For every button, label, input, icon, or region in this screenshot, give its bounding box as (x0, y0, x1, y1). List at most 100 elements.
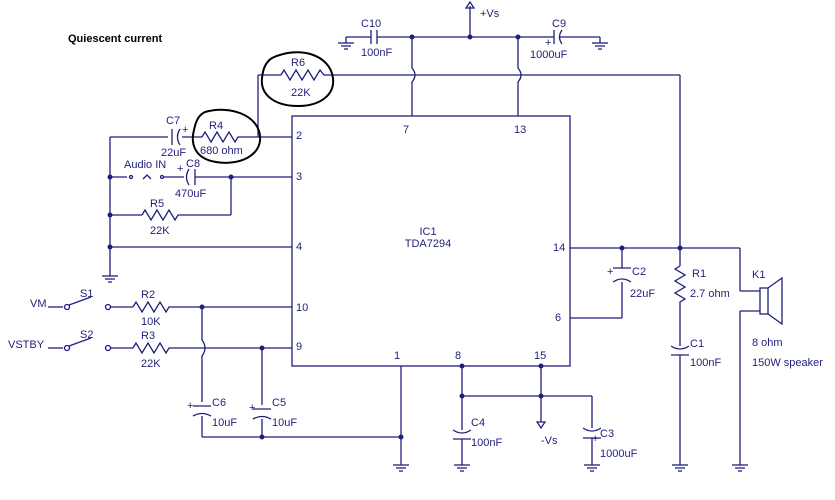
r1-resistor (673, 265, 687, 304)
r4-ref: R4 (209, 120, 223, 132)
c10-capacitor (370, 30, 378, 44)
c9-plus: + (545, 37, 551, 49)
c8-ref: C8 (186, 158, 200, 170)
c5-plus: + (249, 402, 255, 414)
c8-plus: + (177, 163, 183, 175)
junction-dot (467, 34, 473, 40)
pin-10-label: 10 (296, 302, 308, 314)
pin-1-label: 1 (394, 350, 400, 362)
c7-ref: C7 (166, 115, 180, 127)
pin-6-label: 6 (555, 312, 561, 324)
k1-note: 150W speaker (752, 357, 823, 369)
c3-ref: C3 (600, 428, 614, 440)
c2-ref: C2 (632, 266, 646, 278)
c4-ref: C4 (471, 417, 485, 429)
r3-ref: R3 (141, 330, 155, 342)
c10-ref: C10 (361, 18, 381, 30)
c9-value: 1000uF (530, 49, 568, 61)
c6-ref: C6 (212, 397, 226, 409)
r2-value: 10K (141, 316, 161, 328)
s2-switch (63, 337, 112, 352)
pin-15-label: 15 (534, 350, 546, 362)
speaker-icon (759, 276, 783, 326)
junction-dot (259, 434, 265, 440)
ground-icon (584, 464, 600, 472)
c5-ref: C5 (272, 397, 286, 409)
c4-capacitor (452, 429, 472, 440)
r2-ref: R2 (141, 289, 155, 301)
junction-dot (538, 363, 544, 369)
pin-13-label: 13 (514, 124, 526, 136)
r5-ref: R5 (150, 198, 164, 210)
junction-dot (107, 244, 113, 250)
bottom-ground-bus (201, 366, 402, 465)
c3-plus: + (592, 433, 598, 445)
r6-ref: R6 (291, 57, 305, 69)
c10-value: 100nF (361, 47, 392, 59)
r1-value: 2.7 ohm (690, 288, 730, 300)
ground-icon (732, 464, 748, 472)
pin-7-label: 7 (403, 124, 409, 136)
c7-value: 22uF (161, 147, 186, 159)
r5-resistor (141, 208, 180, 222)
c7-capacitor (171, 128, 181, 146)
speaker-wire (739, 248, 760, 465)
audio-in-terminal (159, 174, 165, 180)
c8-value: 470uF (175, 188, 206, 200)
s1-switch (63, 296, 112, 311)
ground-icon (592, 42, 608, 50)
output-wire (570, 247, 740, 319)
audio-in-jack-icon (142, 174, 152, 180)
c4-value: 100nF (471, 437, 502, 449)
pin-4-label: 4 (296, 241, 302, 253)
r3-value: 22K (141, 358, 161, 370)
ic1-ref: IC1 (419, 226, 436, 238)
pin-3-label: 3 (296, 171, 302, 183)
pin-9-label: 9 (296, 341, 302, 353)
c1-capacitor (670, 345, 690, 356)
r4-highlight-circle (191, 108, 262, 164)
c2-plus: + (607, 266, 613, 278)
c3-value: 1000uF (600, 448, 638, 460)
vm-label: VM (30, 298, 47, 310)
c6-wire (201, 307, 206, 402)
left-ground-bus (109, 137, 292, 276)
pin-13-wire (517, 37, 522, 116)
c7-plus: + (182, 124, 188, 136)
junction-dot (398, 434, 404, 440)
vs-neg-label: -Vs (541, 435, 558, 447)
ground-icon (102, 275, 118, 283)
c9-ref: C9 (552, 18, 566, 30)
c5-capacitor (252, 408, 272, 420)
c8-capacitor (185, 168, 196, 186)
s1-ref: S1 (80, 288, 93, 300)
r1-ref: R1 (692, 268, 706, 280)
ground-icon (338, 42, 354, 50)
ic1-part: TDA7294 (405, 238, 451, 250)
c2-capacitor (612, 267, 632, 283)
ground-icon (672, 464, 688, 472)
k1-value: 8 ohm (752, 337, 783, 349)
junction-dot (538, 393, 544, 399)
diagram-title: Quiescent current (68, 33, 162, 45)
supply-rail-top (345, 6, 601, 43)
ic1-body (291, 115, 571, 367)
c2-value: 22uF (630, 288, 655, 300)
r5-wire (110, 177, 232, 216)
pin-2-label: 2 (296, 130, 302, 142)
r3-resistor (132, 341, 171, 355)
r6-resistor (280, 68, 327, 82)
c5-value: 10uF (272, 417, 297, 429)
c9-capacitor (553, 29, 563, 45)
pin-7-wire (411, 37, 416, 116)
c1-value: 100nF (690, 357, 721, 369)
junction-dot (459, 393, 465, 399)
c6-capacitor (192, 405, 212, 417)
junction-dot (619, 245, 625, 251)
r2-resistor (132, 300, 171, 314)
c6-plus: + (187, 400, 193, 412)
r4-value: 680 ohm (200, 145, 243, 157)
pin-14-label: 14 (553, 242, 565, 254)
c6-value: 10uF (212, 417, 237, 429)
